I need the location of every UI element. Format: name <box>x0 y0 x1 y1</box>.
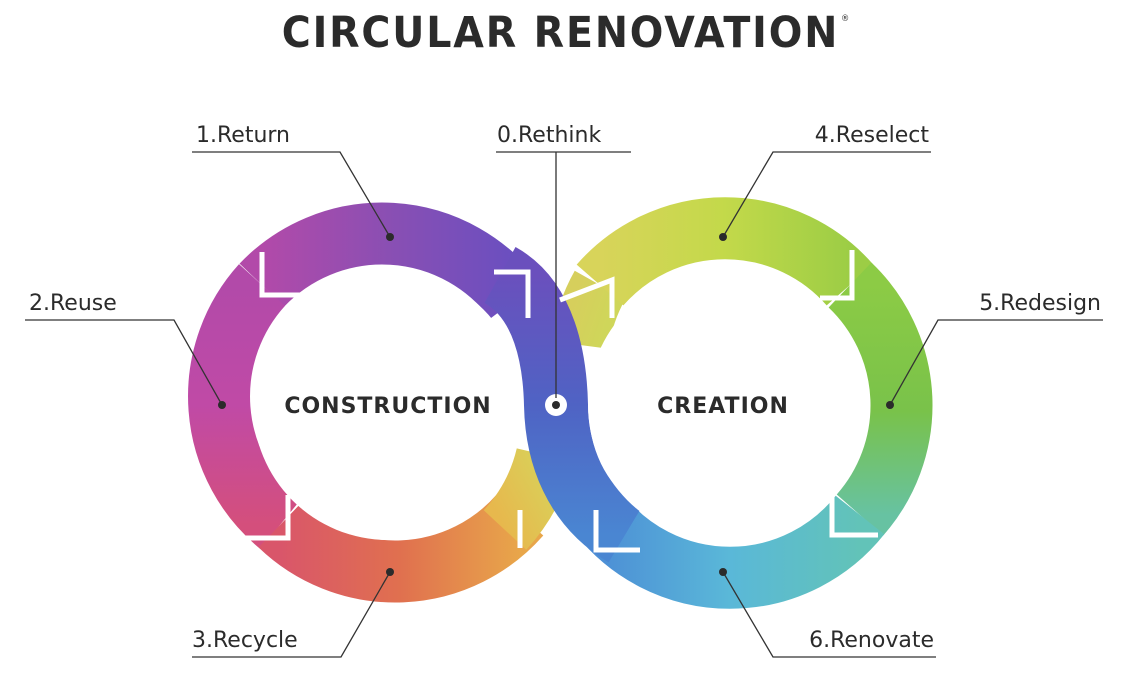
left-ring-center <box>253 270 523 540</box>
leader-line-reuse <box>25 319 223 406</box>
center-label-creation: CREATION <box>657 394 789 419</box>
right-ring-center <box>588 270 858 540</box>
step-label-reselect: 4.Reselect <box>815 123 930 148</box>
leader-dots <box>218 233 894 576</box>
rethink-marker-dot <box>552 401 560 409</box>
ring-segment-redesign <box>828 262 933 536</box>
dot-recycle <box>386 568 394 576</box>
step-label-return: 1.Return <box>196 123 290 148</box>
segment-separators <box>240 250 878 553</box>
step-label-recycle: 3.Recycle <box>192 628 298 653</box>
ring-segment-reuse <box>188 264 301 549</box>
ring-segment-reselect <box>576 197 874 306</box>
dot-reuse <box>218 401 226 409</box>
leader-lines <box>25 151 1103 658</box>
dot-return <box>386 233 394 241</box>
leader-line-redesign <box>889 319 1103 406</box>
leader-line-recycle <box>192 571 391 658</box>
leader-line-reselect <box>722 151 931 238</box>
step-label-reuse: 2.Reuse <box>29 291 117 316</box>
step-label-rethink: 0.Rethink <box>497 123 601 148</box>
dot-renovate <box>719 568 727 576</box>
ring-segment-renovate <box>575 495 885 609</box>
leader-line-renovate <box>722 571 936 658</box>
title-text: CIRCULAR RENOVATION <box>281 8 840 58</box>
step-label-renovate: 6.Renovate <box>809 628 934 653</box>
ring-segment-recycle <box>258 494 544 603</box>
right-ring <box>551 197 933 609</box>
center-label-construction: CONSTRUCTION <box>284 394 491 419</box>
dot-reselect <box>719 233 727 241</box>
step-label-redesign: 5.Redesign <box>979 291 1101 316</box>
registered-mark: ® <box>841 14 850 24</box>
dot-redesign <box>886 401 894 409</box>
page-title: CIRCULAR RENOVATION® <box>45 8 1086 58</box>
leader-line-return <box>192 151 391 238</box>
ring-segment-transition-yellow-right <box>551 270 626 350</box>
